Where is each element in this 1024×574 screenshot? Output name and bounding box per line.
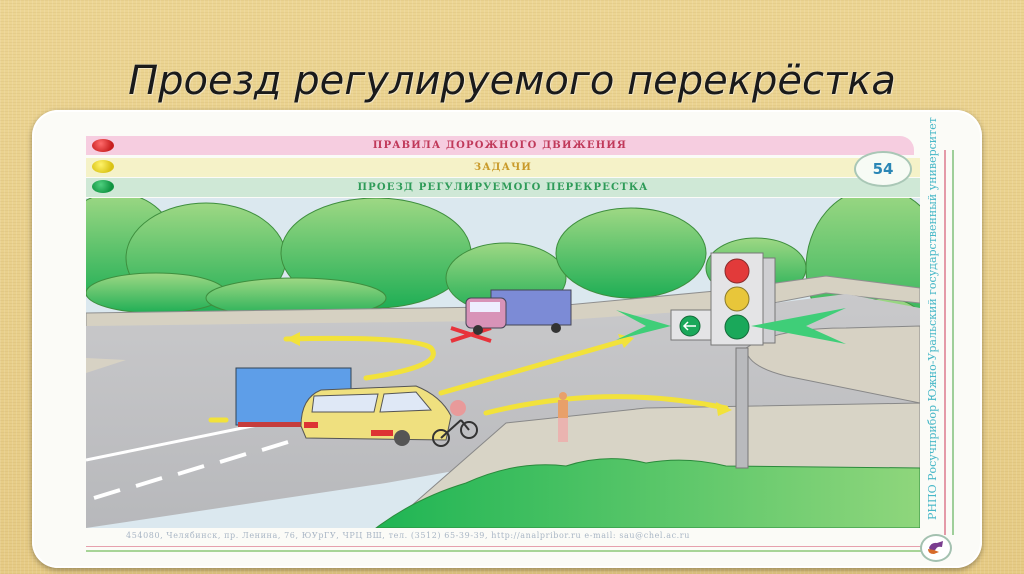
signal-red-icon (724, 258, 750, 284)
side-decor-lines (944, 150, 954, 535)
intersection-illustration (86, 198, 920, 528)
publisher-logo-icon (920, 534, 952, 562)
signal-green-icon (724, 314, 750, 340)
traffic-light (616, 252, 846, 469)
lane-dashes (93, 440, 289, 500)
pink-truck (465, 289, 572, 335)
band-tasks: ЗАДАЧИ (86, 158, 920, 177)
yellow-light-icon (92, 160, 114, 173)
pedestrian (558, 392, 568, 442)
red-light-icon (92, 139, 114, 152)
yellow-car (300, 385, 452, 446)
side-publisher-text: РНПО Росучприбор Южно-Уральский государс… (926, 117, 939, 520)
footer-address: 454080, Челябинск, пр. Ленина, 76, ЮУрГУ… (126, 531, 690, 540)
page-number-badge: 54 (854, 151, 912, 187)
slide-title: Проезд регулируемого перекрёстка (128, 58, 896, 104)
green-light-icon (92, 180, 114, 193)
cyclist (432, 419, 478, 447)
route-arrows (208, 335, 729, 423)
band-topic: ПРОЕЗД РЕГУЛИРУЕМОГО ПЕРЕКРЕСТКА (86, 178, 920, 197)
scene-svg (86, 198, 920, 528)
band-rules: ПРАВИЛА ДОРОЖНОГО ДВИЖЕНИЯ (86, 136, 914, 155)
footer-decor-lines (86, 546, 938, 552)
signal-yellow-icon (724, 286, 750, 312)
crossed-path-icon (450, 326, 492, 343)
